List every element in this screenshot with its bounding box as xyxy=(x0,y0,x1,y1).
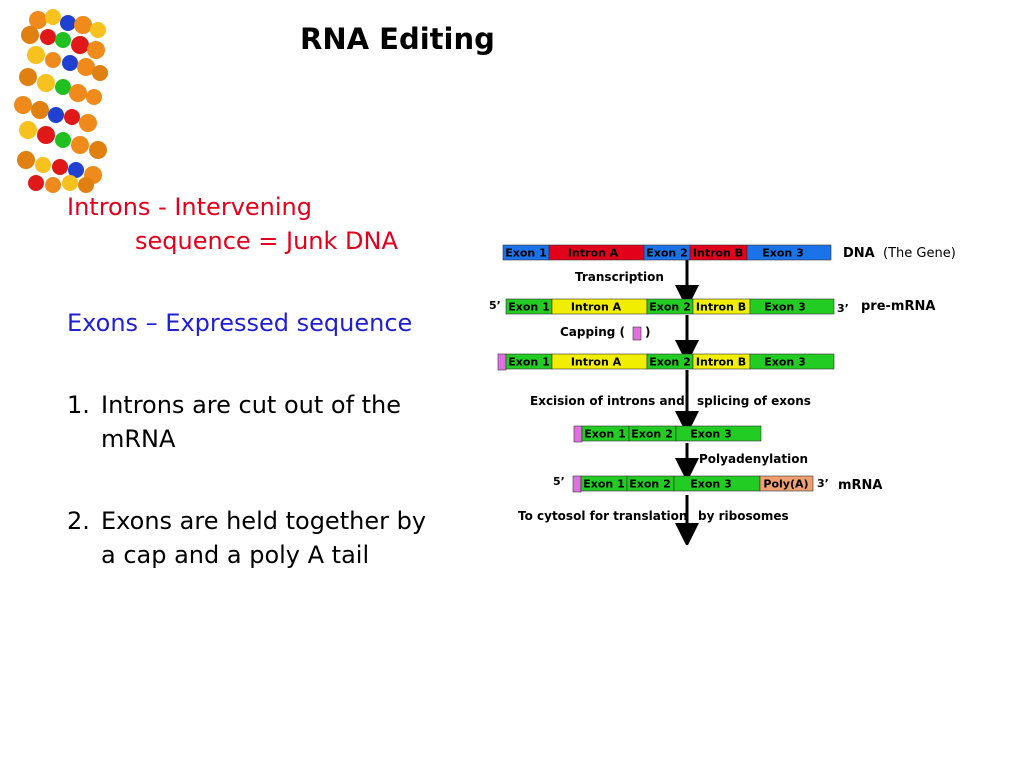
introns-line-2: sequence = Junk DNA xyxy=(135,227,398,255)
spliced-cap xyxy=(573,425,583,443)
pre-mrna-three-prime: 3’ xyxy=(837,302,849,315)
step-cytosol-b: by ribosomes xyxy=(698,509,789,523)
mrna-exon-2-label: Exon 2 xyxy=(629,478,670,491)
capped-pre-mrna-row: Exon 1 Intron A Exon 2 Intron B Exon 3 xyxy=(497,353,835,371)
pre-mrna-exon-3-label: Exon 3 xyxy=(764,301,805,314)
dna-exon-1-label: Exon 1 xyxy=(505,247,546,260)
capped-intron-b-label: Intron B xyxy=(696,356,746,369)
capped-intron-a-label: Intron A xyxy=(571,356,622,369)
dna-gene-row: Exon 1 Intron A Exon 2 Intron B Exon 3 D… xyxy=(502,244,956,261)
mrna-label: mRNA xyxy=(838,478,883,493)
dna-exon-3 xyxy=(746,244,832,261)
list-item-1: 1. Introns are cut out of the mRNA xyxy=(67,388,477,456)
cap-legend-swatch xyxy=(632,326,642,341)
list-item-2: 2. Exons are held together by a cap and a… xyxy=(67,504,477,572)
capped-exon-3-label: Exon 3 xyxy=(764,356,805,369)
mature-mrna-row: 5’ Exon 1 Exon 2 Exon 3 Poly(A) 3’ mRNA xyxy=(553,475,883,493)
step-excision-b: splicing of exons xyxy=(697,394,811,408)
spliced-exon-3 xyxy=(675,425,762,442)
step-cytosol-a: To cytosol for translation xyxy=(518,509,687,523)
mrna-poly-a-tail xyxy=(759,475,814,492)
list-item-1-line-2: mRNA xyxy=(101,425,176,453)
pre-mrna-exon-2-label: Exon 2 xyxy=(649,301,690,314)
mrna-three-prime: 3’ xyxy=(817,477,829,490)
capped-exon-2-label: Exon 2 xyxy=(649,356,690,369)
capped-exon-3 xyxy=(749,353,835,370)
introns-definition: Introns - Intervening sequence = Junk DN… xyxy=(67,190,477,258)
bullet-list: Introns - Intervening sequence = Junk DN… xyxy=(67,190,477,572)
pre-mrna-five-prime: 5’ xyxy=(489,299,501,312)
capped-exon-1-label: Exon 1 xyxy=(508,356,549,369)
spliced-mrna-row: Exon 1 Exon 2 Exon 3 xyxy=(573,425,762,443)
exons-definition: Exons – Expressed sequence xyxy=(67,309,413,337)
pre-mrna-intron-b-label: Intron B xyxy=(696,301,746,314)
list-item-1-number: 1. xyxy=(67,391,90,419)
dna-intron-b-label: Intron B xyxy=(693,247,743,260)
dna-helix-atoms xyxy=(14,9,108,193)
step-capping-text-a: Capping ( xyxy=(560,325,625,339)
dna-intron-a-label: Intron A xyxy=(568,247,619,260)
pre-mrna-exon-1-label: Exon 1 xyxy=(508,301,549,314)
step-capping-text-b: ) xyxy=(645,325,650,339)
step-capping: Capping ( ) xyxy=(560,325,650,341)
mrna-exon-3-label: Exon 3 xyxy=(690,478,731,491)
gene-label: (The Gene) xyxy=(883,246,956,261)
list-item-2-number: 2. xyxy=(67,507,90,535)
step-polyadenylation: Polyadenylation xyxy=(699,452,808,466)
pre-mrna-exon-3 xyxy=(749,298,835,315)
slide-title: RNA Editing xyxy=(300,22,495,56)
list-item-1-line-1: Introns are cut out of the xyxy=(101,391,402,419)
spliced-exon-2-label: Exon 2 xyxy=(631,428,672,441)
mrna-cap xyxy=(572,475,582,493)
mrna-poly-a-label: Poly(A) xyxy=(763,478,808,491)
step-excision-a: Excision of introns and xyxy=(530,394,685,408)
dna-exon-2-label: Exon 2 xyxy=(646,247,687,260)
pre-mrna-label: pre-mRNA xyxy=(861,299,935,314)
dna-helix-image xyxy=(14,9,108,193)
dna-label: DNA xyxy=(843,246,875,261)
mrna-five-prime: 5’ xyxy=(553,475,565,488)
capped-cap xyxy=(497,353,507,371)
step-transcription: Transcription xyxy=(575,270,664,284)
dna-exon-3-label: Exon 3 xyxy=(762,247,803,260)
pre-mrna-intron-a-label: Intron A xyxy=(571,301,622,314)
list-item-2-line-1: Exons are held together by xyxy=(101,507,427,535)
mrna-exon-1-label: Exon 1 xyxy=(583,478,624,491)
pre-mrna-row: 5’ Exon 1 Intron A Exon 2 Intron B Exon … xyxy=(489,298,935,315)
rna-processing-diagram: Exon 1 Intron A Exon 2 Intron B Exon 3 D… xyxy=(489,244,956,545)
spliced-exon-3-label: Exon 3 xyxy=(690,428,731,441)
spliced-exon-1-label: Exon 1 xyxy=(584,428,625,441)
list-item-2-line-2: a cap and a poly A tail xyxy=(101,541,370,569)
introns-line-1: Introns - Intervening xyxy=(67,193,312,221)
